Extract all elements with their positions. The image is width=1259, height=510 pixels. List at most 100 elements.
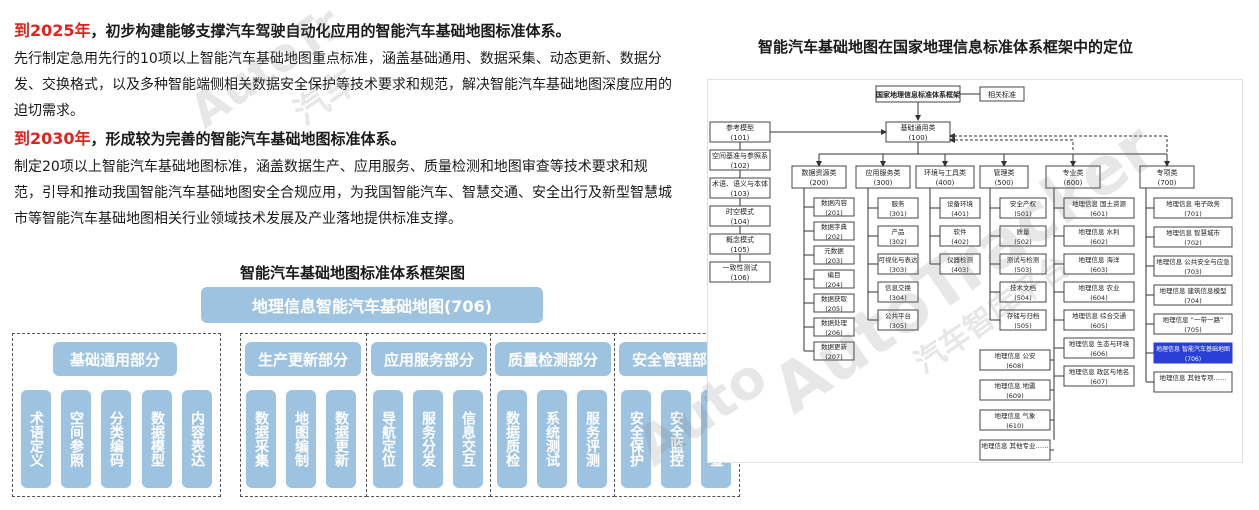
goal-2030-heading: 到2030年，形成较为完善的智能汽车基础地图标准体系。	[14, 128, 674, 150]
position-title: 智能汽车基础地图在国家地理信息标准体系框架中的定位	[758, 38, 1134, 56]
group-quality: 质量检测部分 数据质检 系统测试 服务评测	[490, 333, 615, 497]
cat4-item-2-text: 地理信息 海洋	[1078, 255, 1120, 264]
cat1-item-4-text: 公共平台	[885, 311, 911, 320]
item-update: 数据更新	[326, 390, 356, 488]
left-item-0-text: 参考模型	[726, 123, 754, 132]
cat2-item-0-text: (401)	[951, 210, 968, 218]
cat5-item-3-text: 地理信息 建筑信息模型	[1159, 286, 1227, 295]
paragraph-2025: 先行制定急用先行的10项以上智能汽车基础地图重点标准，涵盖基础通用、数据采集、动…	[14, 51, 672, 119]
cat4-item-5-text: (606)	[1090, 350, 1107, 358]
cat4-extra-2-text: (610)	[1006, 422, 1023, 430]
cat5-item-4-text: 地理信息 “一带一路”	[1163, 315, 1224, 324]
cat5-item-0-text: (701)	[1184, 210, 1201, 218]
category-5-text: (700)	[1158, 179, 1177, 187]
cat3-item-3-text: (504)	[1014, 294, 1031, 302]
cat5-item-1-text: 地理信息 智慧城市	[1166, 228, 1221, 237]
cat5-item-5-text: 地理信息 智能汽车基础地图	[1156, 345, 1230, 353]
intro-section: 到2025年，初步构建能够支撑汽车驾驶自动化应用的智能汽车基础地图标准体系。 先…	[14, 20, 674, 236]
cat0-item-0-text: (201)	[825, 209, 842, 217]
general-node-text: (100)	[909, 134, 928, 142]
cat4-extra-3-text: 地理信息 其他专业……	[981, 441, 1048, 450]
cat4-extra-1-text: (609)	[1006, 392, 1023, 400]
cat5-item-5-text: (706)	[1185, 356, 1201, 363]
cat5-item-2-text: 地理信息 公共安全与应急	[1156, 257, 1230, 266]
cat5-item-4-text: (705)	[1184, 326, 1201, 334]
cat3-item-0-text: 安全产权	[1010, 199, 1037, 208]
cat0-item-3-text: 编目	[828, 270, 841, 279]
category-5-text: 专项类	[1157, 168, 1178, 177]
left-item-1-text: 空间基准与参照系	[712, 151, 768, 160]
item-distribute: 服务分发	[413, 390, 443, 488]
left-item-5-text: (106)	[731, 274, 750, 282]
cat0-item-2-text: (203)	[825, 257, 842, 265]
cat0-item-0-text: 数据内容	[821, 198, 848, 207]
cat5-item-3-text: (704)	[1184, 297, 1201, 305]
goal-2030-text: ，形成较为完善的智能汽车基础地图标准体系。	[90, 130, 406, 148]
cat0-item-5-text: 数据处理	[821, 318, 848, 327]
cat4-item-5-text: 地理信息 生态与环境	[1069, 339, 1130, 348]
cat0-item-5-text: (206)	[825, 329, 842, 337]
item-classify: 分类编码	[101, 390, 131, 488]
cat4-extra-0-text: (608)	[1006, 362, 1023, 370]
cat3-item-0-text: (501)	[1014, 210, 1031, 218]
cat4-item-3-text: 地理信息 农业	[1078, 283, 1120, 292]
cat0-item-1-text: (202)	[825, 233, 842, 241]
category-4-text: (600)	[1064, 179, 1083, 187]
item-navigation: 导航定位	[373, 390, 403, 488]
cat5-item-0-text: 地理信息 电子政务	[1166, 199, 1221, 208]
cat0-item-4-text: (205)	[825, 305, 842, 313]
item-compile: 地图编制	[286, 390, 316, 488]
cat1-item-3-text: (304)	[889, 294, 906, 302]
position-diagram-svg: 国家地理信息标准体系框架相关标准基础通用类(100)参考模型(101)空间基准与…	[709, 85, 1233, 461]
cat3-item-2-text: (503)	[1014, 266, 1031, 274]
cat4-extra-1-text: 地理信息 地震	[994, 381, 1036, 390]
item-model: 数据模型	[142, 390, 172, 488]
cat2-item-1-text: (402)	[951, 238, 968, 246]
cat1-item-1-text: 产品	[892, 227, 905, 236]
cat4-item-0-text: (601)	[1090, 210, 1107, 218]
item-terms: 术语定义	[21, 390, 51, 488]
cat4-item-4-text: 地理信息 综合交通	[1072, 311, 1127, 320]
cat2-item-0-text: 设备环境	[947, 199, 974, 208]
group-service-heading: 应用服务部分	[371, 342, 487, 376]
cat3-item-4-text: (505)	[1014, 322, 1031, 330]
paragraph-2030: 制定20项以上智能汽车基础地图标准，涵盖数据生产、应用服务、质量检测和地图审查等…	[14, 159, 672, 227]
cat1-item-1-text: (302)	[889, 238, 906, 246]
left-item-3-text: 时空模式	[726, 207, 754, 216]
group-basic: 基础通用部分 术语定义 空间参照 分类编码 数据模型 内容表达	[12, 333, 221, 497]
cat1-item-3-text: 信息交换	[885, 283, 912, 292]
cat4-extra-0-text: 地理信息 公安	[994, 351, 1036, 360]
left-item-3-text: (104)	[731, 218, 750, 226]
item-spatial: 空间参照	[61, 390, 91, 488]
general-node-text: 基础通用类	[901, 123, 936, 132]
item-content: 内容表达	[182, 390, 212, 488]
cat0-item-2-text: 元数据	[824, 246, 844, 255]
cat1-item-0-text: (301)	[889, 210, 906, 218]
item-service-eval: 服务评测	[577, 390, 607, 488]
left-item-4-text: 概念模式	[726, 235, 754, 244]
cat2-item-1-text: 软件	[954, 227, 968, 236]
framework-top-bar: 地理信息智能汽车基础地图(706)	[201, 287, 543, 323]
left-item-5-text: 一致性测试	[723, 263, 758, 272]
cat0-item-4-text: 数据获取	[821, 294, 848, 303]
position-diagram: 国家地理信息标准体系框架相关标准基础通用类(100)参考模型(101)空间基准与…	[707, 79, 1243, 463]
cat1-item-4-text: (305)	[889, 322, 906, 330]
category-3-text: (500)	[995, 179, 1014, 187]
root-node-text: 国家地理信息标准体系框架	[876, 90, 960, 99]
cat1-item-2-text: 可视化与表达	[879, 255, 919, 264]
cat4-item-6-text: (607)	[1090, 378, 1107, 386]
item-sec-monitor: 安全监控	[661, 390, 691, 488]
cat1-item-0-text: 服务	[892, 199, 906, 208]
cat5-item-2-text: (703)	[1184, 268, 1201, 276]
cat2-item-2-text: (403)	[951, 266, 968, 274]
cat0-item-3-text: (204)	[825, 281, 842, 289]
cat3-item-2-text: 测试与检测	[1007, 255, 1040, 264]
item-data-check: 数据质检	[497, 390, 527, 488]
category-1-text: 应用服务类	[866, 168, 901, 177]
cat4-item-0-text: 地理信息 国土资源	[1072, 199, 1127, 208]
left-item-0-text: (101)	[731, 134, 750, 142]
cat5-item-6-text: 地理信息 其他专项……	[1159, 373, 1226, 382]
goal-2025-heading: 到2025年，初步构建能够支撑汽车驾驶自动化应用的智能汽车基础地图标准体系。	[14, 20, 674, 42]
group-quality-heading: 质量检测部分	[495, 342, 611, 376]
left-item-1-text: (102)	[731, 162, 750, 170]
